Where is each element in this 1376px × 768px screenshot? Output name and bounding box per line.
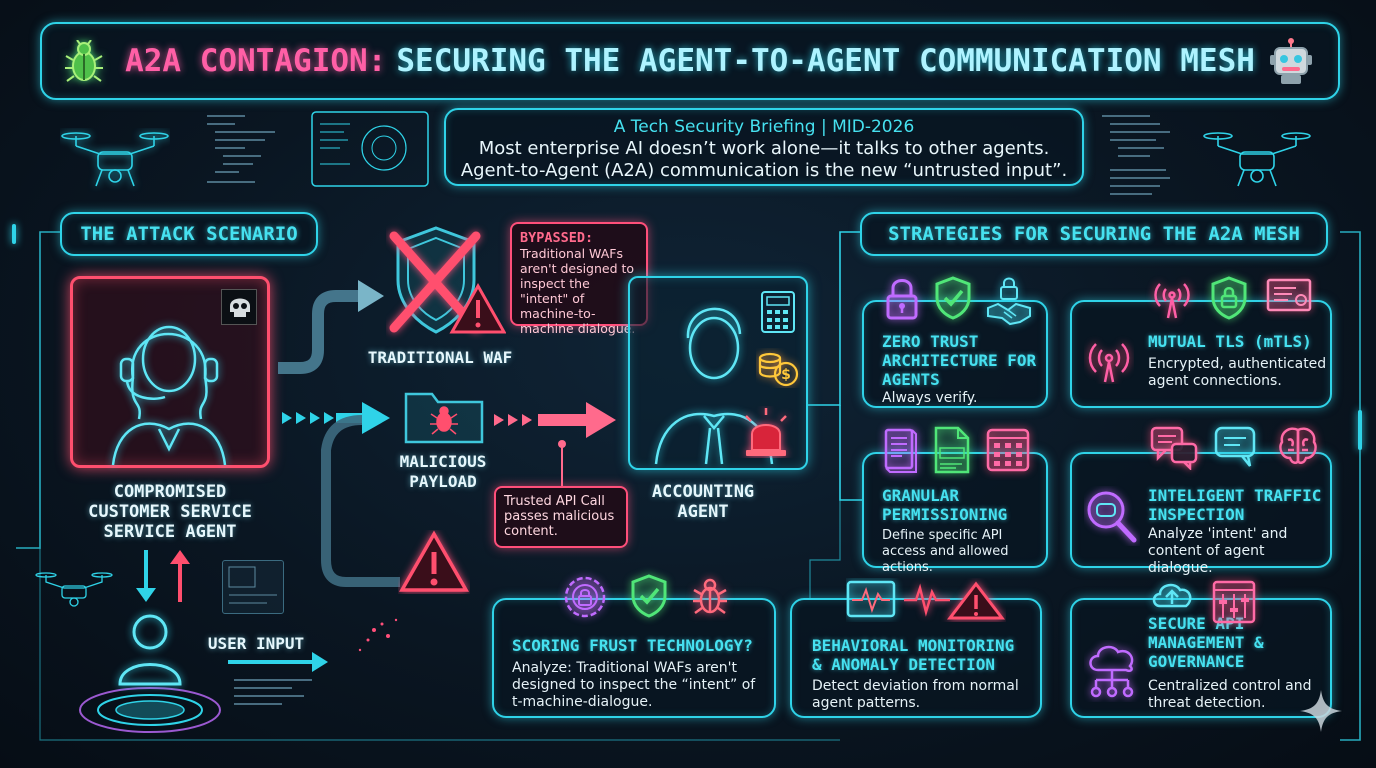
user-input-label: USER INPUT — [207, 634, 305, 653]
shield-x-icon — [389, 226, 506, 334]
zero-trust-icons — [884, 276, 1032, 326]
code-lines-decoration — [207, 115, 275, 183]
shield-check-icon — [935, 276, 971, 320]
handshake-icon — [987, 302, 1031, 326]
drone-icon — [1203, 132, 1311, 187]
strategy-title: SECURE API MANAGEMENT & GOVERNANCE — [1148, 614, 1264, 671]
accounting-agent-label: ACCOUNTING AGENT — [651, 482, 755, 522]
strategy-title: INTELIGENT TRAFFIC INSPECTION — [1148, 486, 1322, 524]
bug-icon — [693, 578, 727, 615]
warning-icon — [398, 530, 470, 592]
folder-bug-icon — [404, 392, 484, 444]
scoring-icons — [562, 574, 730, 620]
magnifier-icon — [1087, 491, 1137, 543]
attack-heading: THE ATTACK SCENARIO — [60, 212, 318, 256]
waf-label: TRADITIONAL WAF — [367, 348, 513, 367]
bypassed-callout: BYPASSED: Traditional WAFs aren't design… — [510, 222, 648, 336]
strategies-heading: STRATEGIES FOR SECURING THE A2A MESH — [860, 212, 1328, 256]
strategy-title: GRANULAR PERMISSIONING — [882, 486, 1008, 524]
code-lines-decoration — [1102, 115, 1170, 195]
strategy-desc: Analyze: Traditional WAFs aren't designe… — [512, 660, 756, 710]
certificate-icon — [1266, 278, 1312, 312]
user-icon — [79, 614, 221, 733]
cloud-icon — [1152, 583, 1192, 608]
page-title: A2A CONTAGION: SECURING THE AGENT-TO-AGE… — [42, 24, 1338, 98]
strategy-desc: Analyze 'intent' and content of agent di… — [1148, 526, 1288, 576]
svg-text:$: $ — [781, 367, 791, 383]
chat-icon — [1214, 426, 1256, 467]
strategy-traffic: INTELIGENT TRAFFIC INSPECTION Analyze 'i… — [1070, 452, 1332, 576]
permission-grid-icon — [986, 428, 1030, 472]
side-accent — [12, 224, 16, 244]
side-accent — [1358, 410, 1362, 450]
chat-icon — [1150, 426, 1198, 470]
sliders-icon — [1212, 580, 1256, 624]
title-banner: A2A CONTAGION: SECURING THE AGENT-TO-AGE… — [40, 22, 1340, 100]
strategy-desc: Detect deviation from normal agent patte… — [812, 678, 1019, 711]
title-rest: SECURING THE AGENT-TO-AGENT COMMUNICATIO… — [396, 43, 1255, 79]
user-flow-arrows — [136, 550, 190, 602]
payload-label: MALICIOUS PAYLOAD — [399, 452, 487, 491]
antenna-icon — [1088, 343, 1130, 383]
skull-icon — [221, 289, 257, 325]
shield-lock-icon — [1211, 276, 1247, 320]
calculator-icon — [761, 291, 795, 333]
strategy-title: SCORING FRUST TECHNOLOGY? — [512, 636, 753, 655]
compromised-agent-card — [70, 276, 270, 468]
briefing-box: A Tech Security Briefing | MID-2026 Most… — [444, 108, 1084, 186]
behavioral-icons — [846, 578, 1006, 626]
traffic-icons — [1150, 424, 1320, 470]
strategy-desc: Always verify. — [882, 390, 978, 406]
briefing-line: Most enterprise AI doesn’t work alone—it… — [478, 138, 1050, 159]
strategy-title: ZERO TRUST ARCHITECTURE FOR AGENTS — [882, 332, 1037, 389]
strategy-title: MUTUAL TLS (mTLS) — [1148, 332, 1312, 351]
bug-icon — [64, 39, 104, 88]
strategy-desc: Encrypted, authenticated agent connectio… — [1148, 356, 1327, 389]
briefing-line: Agent-to-Agent (A2A) communication is th… — [460, 160, 1068, 181]
granular-icons — [882, 426, 1030, 474]
alarm-icon — [745, 408, 787, 456]
code-file-icon — [934, 426, 970, 474]
strategy-desc: Centralized control and threat detection… — [1148, 678, 1312, 711]
robot-icon — [1268, 38, 1314, 90]
lock-icon — [1000, 277, 1018, 300]
accounting-agent-card: $ — [628, 276, 808, 470]
trusted-api-callout: Trusted API Call passes malicious conten… — [494, 486, 628, 548]
cloud-network-icon — [1089, 645, 1134, 698]
briefing-subtitle: A Tech Security Briefing | MID-2026 — [613, 117, 915, 137]
user-input-panel — [222, 560, 284, 614]
strategy-scoring: SCORING FRUST TECHNOLOGY? Analyze: Tradi… — [492, 598, 776, 718]
bypassed-text: Traditional WAFs aren't designed to insp… — [520, 246, 636, 336]
bypassed-heading: BYPASSED: — [520, 230, 594, 246]
strategy-api-management: SECURE API MANAGEMENT & GOVERNANCE Centr… — [1070, 598, 1332, 718]
antenna-icon — [1154, 283, 1190, 319]
strategy-title: BEHAVIORAL MONITORING & ANOMALY DETECTIO… — [812, 636, 1015, 674]
mtls-icons — [1152, 276, 1312, 320]
agent-headset-icon — [111, 325, 227, 466]
drone-icon — [61, 132, 169, 187]
code-lines-decoration — [234, 679, 312, 705]
gear-lock-icon — [564, 576, 606, 618]
pulse-icon — [846, 580, 1006, 620]
coins-icon: $ — [758, 352, 799, 387]
drone-icon — [35, 572, 113, 607]
title-highlight: A2A CONTAGION: — [125, 43, 387, 79]
strategy-mtls: MUTUAL TLS (mTLS) Encrypted, authenticat… — [1070, 300, 1332, 408]
lock-icon — [886, 279, 918, 320]
user-input-arrow — [228, 652, 328, 672]
api-icons — [1150, 578, 1256, 624]
document-icon — [884, 428, 917, 473]
strategy-desc: Define specific API access and allowed a… — [882, 528, 1009, 575]
sparkle-icon — [1300, 690, 1342, 732]
shield-check-icon — [631, 574, 667, 618]
compromised-agent-label: COMPROMISED CUSTOMER SERVICE SERVICE AGE… — [88, 482, 252, 542]
brain-icon — [1279, 427, 1317, 464]
hud-screen — [311, 111, 429, 187]
